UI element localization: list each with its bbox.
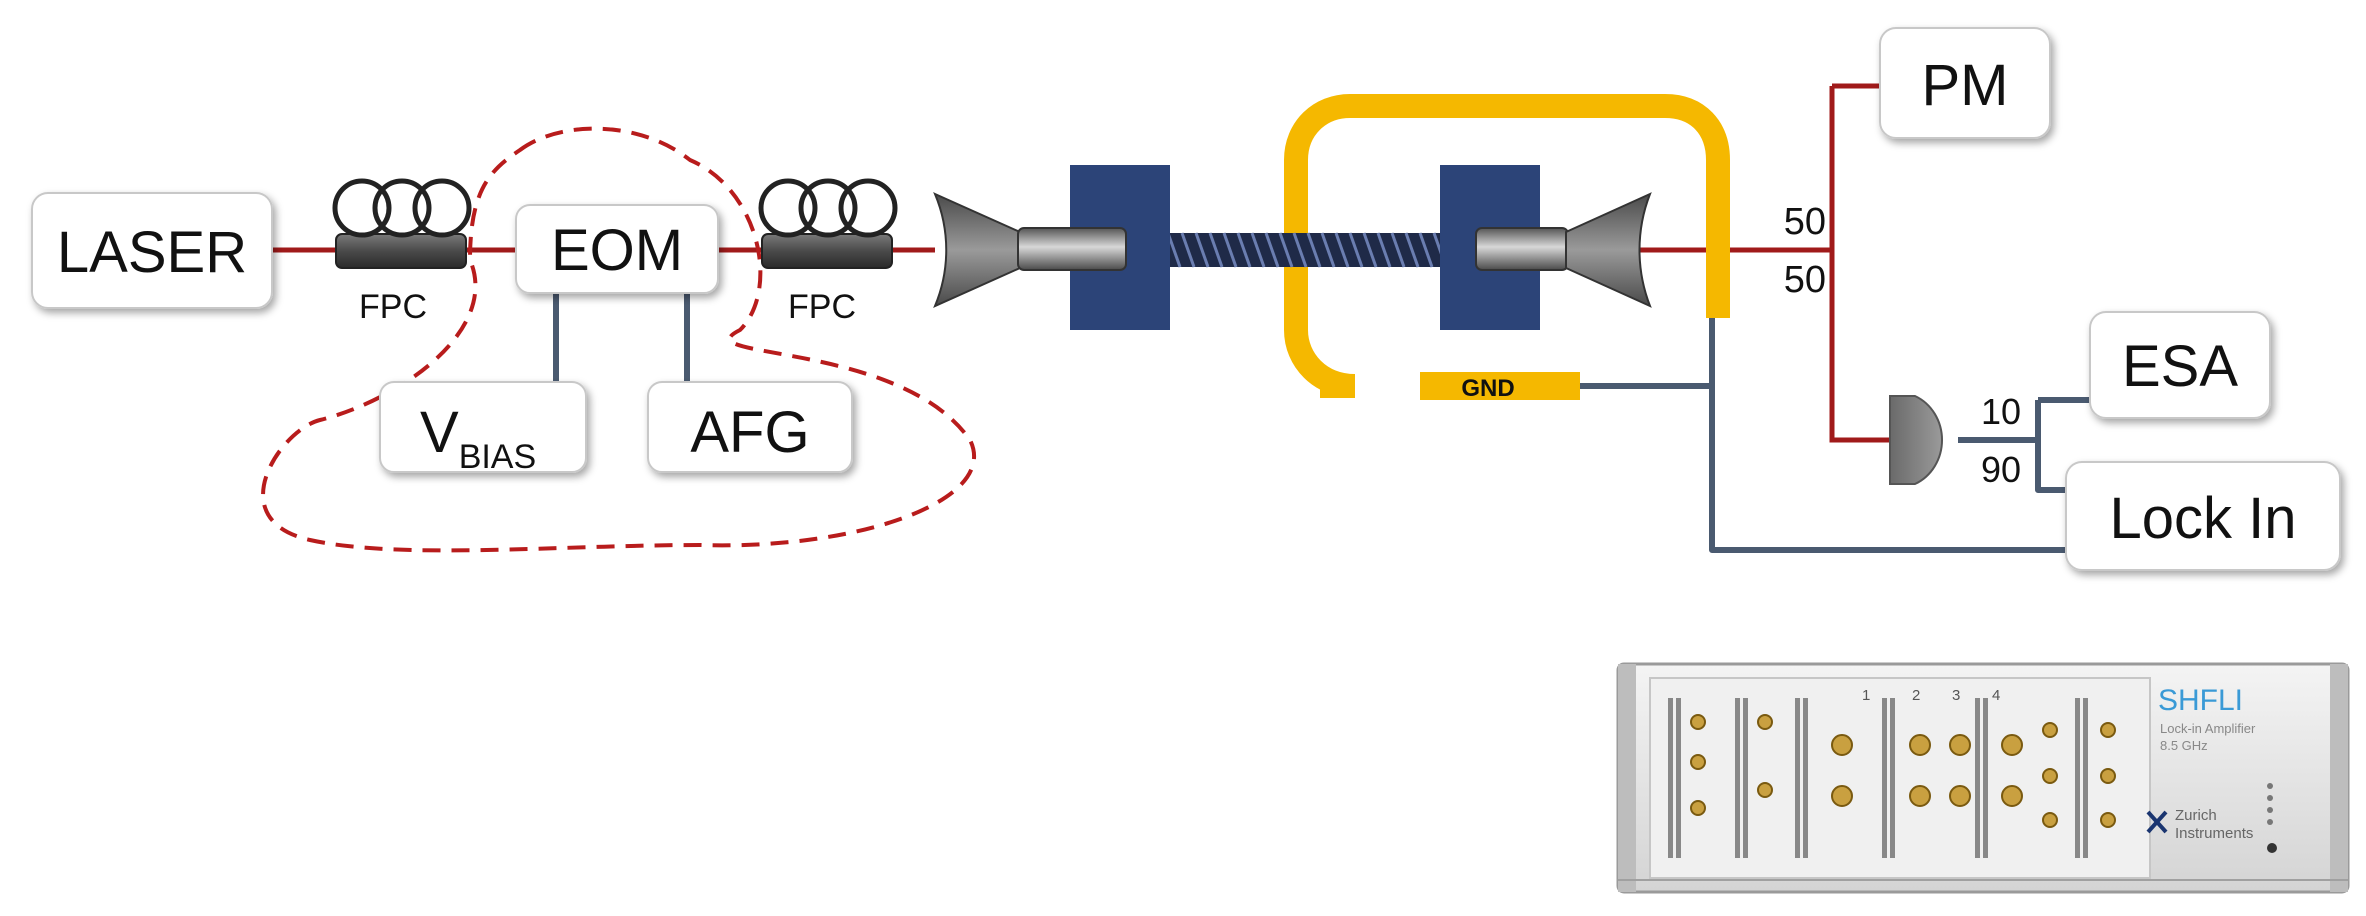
laser-label: LASER xyxy=(57,220,247,285)
zurich-instruments-logo-icon xyxy=(2146,810,2168,834)
afg-label: AFG xyxy=(690,400,809,465)
channel-number-3: 3 xyxy=(1952,687,1960,704)
brand-line-2: Instruments xyxy=(2175,825,2253,842)
det-top-label: 10 xyxy=(1981,391,2021,432)
gnd-label: GND xyxy=(1461,375,1514,402)
channel-number-2: 2 xyxy=(1912,687,1920,704)
esa-label: ESA xyxy=(2122,334,2238,399)
pm-label: PM xyxy=(1922,53,2009,118)
det-bottom-label: 90 xyxy=(1981,449,2021,490)
right-collimator-icon xyxy=(1565,192,1652,308)
fpc-left: FPC xyxy=(332,178,472,326)
cavity-device xyxy=(933,165,1652,330)
lockin-box: Lock In xyxy=(2065,461,2341,571)
power-button-icon xyxy=(2267,843,2277,853)
brand-line-1: Zurich xyxy=(2175,807,2217,824)
left-collimator-icon xyxy=(933,192,1021,308)
photodetector-icon xyxy=(1889,395,1944,485)
esa-box: ESA xyxy=(2089,311,2271,419)
ring-electrode: GND xyxy=(1284,94,1730,402)
pm-box: PM xyxy=(1879,27,2051,139)
channel-number-4: 4 xyxy=(1992,687,2000,704)
lockin-label: Lock In xyxy=(2110,486,2297,551)
fpc-right: FPC xyxy=(758,178,898,326)
lockin-instrument-picture: 1 2 3 4 SHFLI Lock-in Amplifier 8.5 GHz … xyxy=(1616,662,2350,894)
split-bottom-label: 50 xyxy=(1784,259,1826,301)
channel-number-1: 1 xyxy=(1862,687,1870,704)
instrument-subtitle-2: 8.5 GHz xyxy=(2160,738,2208,753)
afg-box: AFG xyxy=(647,381,853,473)
laser-box: LASER xyxy=(31,192,273,309)
split-top-label: 50 xyxy=(1784,201,1826,243)
eom-box: EOM xyxy=(515,204,719,294)
vbias-label: VBIAS xyxy=(420,400,536,476)
fpc-left-label: FPC xyxy=(359,288,427,326)
eom-label: EOM xyxy=(551,218,683,283)
vbias-box: VBIAS xyxy=(379,381,587,476)
fpc-right-label: FPC xyxy=(788,288,856,326)
modulation-group-outline xyxy=(261,126,977,553)
instrument-subtitle-1: Lock-in Amplifier xyxy=(2160,721,2256,736)
instrument-name: SHFLI xyxy=(2158,684,2243,717)
electrical-lines xyxy=(553,292,2090,553)
